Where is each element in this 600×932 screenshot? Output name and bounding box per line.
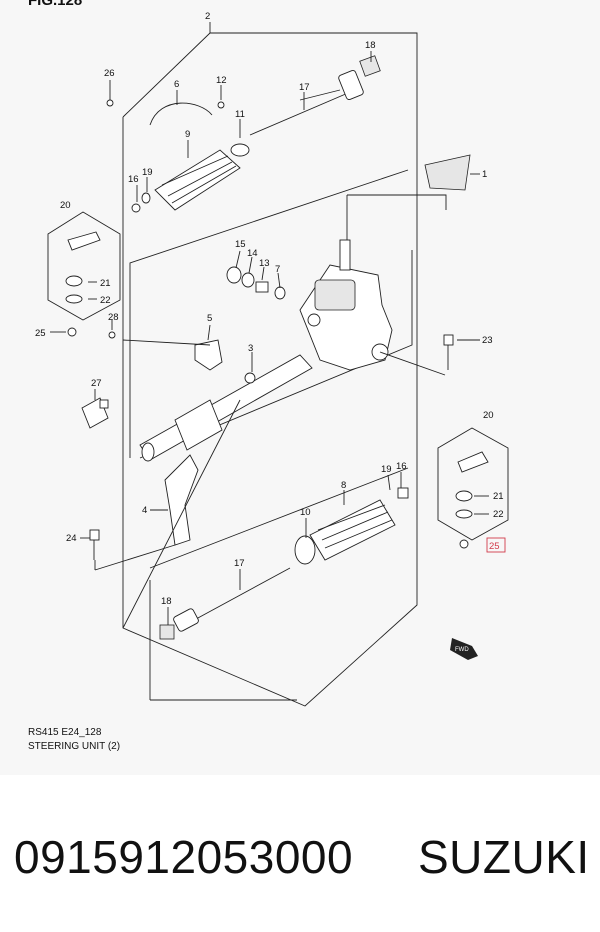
callout-11: 11 xyxy=(235,109,245,120)
callout-22b: 22 xyxy=(493,509,504,520)
callout-20: 20 xyxy=(60,200,71,211)
plug-27 xyxy=(81,397,109,429)
gear-housing xyxy=(299,194,447,371)
callout-21: 21 xyxy=(100,278,111,289)
bolt-24 xyxy=(89,529,100,560)
callout-14: 14 xyxy=(247,248,258,259)
callout-28: 28 xyxy=(108,312,119,323)
callout-1: 1 xyxy=(482,169,487,180)
callout-22: 22 xyxy=(100,295,111,306)
callout-19: 19 xyxy=(142,167,153,178)
callout-8: 8 xyxy=(341,480,346,491)
callout-17b: 17 xyxy=(234,558,245,569)
callout-7: 7 xyxy=(275,264,280,275)
callout-25-highlighted: 25 xyxy=(489,541,500,552)
callout-15: 15 xyxy=(235,239,246,250)
product-footer: 0915912053000 SUZUKI xyxy=(0,830,600,900)
part-number: 0915912053000 xyxy=(14,831,354,883)
forward-arrow-icon: FWD xyxy=(450,638,478,660)
tie-rod-upper xyxy=(249,55,381,136)
callout-12: 12 xyxy=(216,75,227,86)
rack-tube xyxy=(139,354,313,462)
inset-tie-rod-end-left xyxy=(47,211,121,339)
yoke-parts xyxy=(226,266,286,300)
clamp-bracket xyxy=(194,339,256,384)
bolt-23 xyxy=(379,334,454,376)
highlighted-callout: 25 xyxy=(486,537,506,553)
callout-16: 16 xyxy=(128,174,139,185)
callout-21b: 21 xyxy=(493,491,504,502)
callout-2: 2 xyxy=(205,11,210,22)
inset-tie-rod-end-right xyxy=(437,427,509,549)
parts-diagram: FIG.128 xyxy=(28,0,509,752)
callout-13: 13 xyxy=(259,258,270,269)
boot-lower xyxy=(294,487,409,565)
callout-5: 5 xyxy=(207,313,212,324)
callout-26: 26 xyxy=(104,68,115,79)
callout-23: 23 xyxy=(482,335,493,346)
callout-18: 18 xyxy=(365,40,376,51)
leader-lines xyxy=(50,51,489,629)
mount-bracket xyxy=(164,454,199,546)
boot-upper xyxy=(131,143,250,213)
brand-name: SUZUKI xyxy=(418,831,590,883)
callout-numbers: 2 26 6 12 17 18 11 9 19 16 1 20 15 14 13… xyxy=(35,11,504,607)
callout-25: 25 xyxy=(35,328,46,339)
callout-6: 6 xyxy=(174,79,179,90)
callout-18b: 18 xyxy=(161,596,172,607)
callout-16b: 16 xyxy=(396,461,407,472)
callout-9: 9 xyxy=(185,129,190,140)
callout-24: 24 xyxy=(66,533,77,544)
figure-code: RS415 E24_128 xyxy=(28,727,102,738)
callout-20b: 20 xyxy=(483,410,494,421)
callout-4: 4 xyxy=(142,505,147,516)
tie-rod-lower xyxy=(159,567,291,640)
fwd-label: FWD xyxy=(455,647,469,653)
cover-plate xyxy=(424,154,471,191)
callout-27: 27 xyxy=(91,378,102,389)
breather-tube xyxy=(106,99,225,126)
callout-19b: 19 xyxy=(381,464,392,475)
exploded-view: FWD xyxy=(35,11,509,707)
callout-17: 17 xyxy=(299,82,310,93)
figure-name: STEERING UNIT (2) xyxy=(28,741,121,752)
callout-3: 3 xyxy=(248,343,253,354)
figure-title: FIG.128 xyxy=(28,0,83,9)
callout-10: 10 xyxy=(300,507,311,518)
